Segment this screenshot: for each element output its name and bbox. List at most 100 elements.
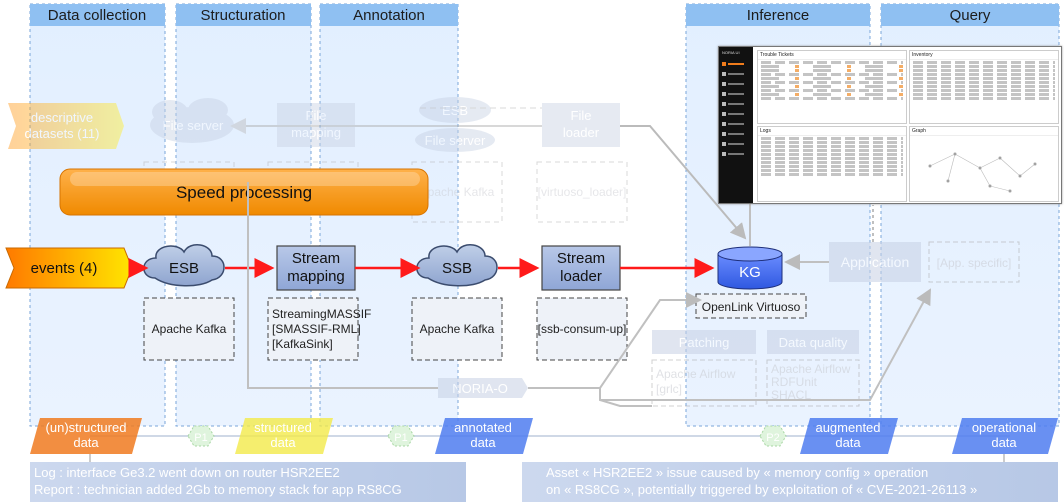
stage-augmented-l2: data bbox=[835, 435, 861, 450]
stage-operational-l1: operational bbox=[972, 420, 1036, 435]
lane-title-structuration: Structuration bbox=[200, 7, 285, 24]
application-label: Application bbox=[841, 254, 910, 270]
stage-operational-l2: data bbox=[991, 435, 1017, 450]
stage-operational bbox=[952, 418, 1058, 454]
lane-header-annotation bbox=[320, 4, 458, 26]
stage-augmented bbox=[800, 418, 898, 454]
openlink-virtuoso-box bbox=[695, 293, 807, 319]
esb-batch-label: ESB bbox=[442, 103, 468, 118]
inference-faded: Patching Apache Airflow [grlc] Data qual… bbox=[438, 241, 1020, 407]
lane-header-structuration bbox=[176, 4, 311, 26]
graph-visual bbox=[928, 152, 1037, 193]
esb-stream-cloud: ESB bbox=[143, 244, 225, 287]
kafka-tool-box-1 bbox=[143, 297, 235, 361]
footer-right-strip bbox=[522, 462, 1058, 502]
hex-p1-b bbox=[387, 425, 415, 447]
dashboard-menu-item bbox=[722, 80, 750, 88]
panel-title: Trouble Tickets bbox=[758, 51, 906, 60]
stage-annotated-l1: annotated bbox=[454, 420, 512, 435]
ssb-consum-label: [ssb-consum-up] bbox=[538, 322, 627, 336]
stage-unstructured bbox=[30, 418, 142, 454]
stage-structured-l1: structured bbox=[254, 420, 312, 435]
file-loader-label-1: File bbox=[571, 108, 592, 123]
inference-to-query bbox=[600, 288, 931, 401]
patching-label: Patching bbox=[679, 335, 730, 350]
hex-p2-label: P2 bbox=[766, 432, 779, 444]
events-source-shape bbox=[5, 247, 133, 289]
footer-right-line-1: Asset « HSR2EE2 » issue caused by « memo… bbox=[546, 465, 928, 480]
stream-mapping-label-2: mapping bbox=[287, 268, 345, 285]
dashboard-menu-item bbox=[722, 130, 750, 138]
noria-right-connector bbox=[528, 387, 652, 407]
panel-title: Graph bbox=[910, 127, 1058, 136]
descriptive-datasets-label-2: datasets (11) bbox=[25, 126, 100, 141]
speed-processing-label: Speed processing bbox=[176, 183, 312, 202]
footer-left-line-1: Log : interface Ge3.2 went down on route… bbox=[34, 465, 340, 480]
streaming-massif-line-3: [KafkaSink] bbox=[272, 337, 333, 351]
dashboard-menu-item bbox=[722, 110, 750, 118]
batch-row: descriptive datasets (11) File server Fi… bbox=[8, 97, 628, 223]
file-mapping-label-1: File bbox=[306, 108, 327, 123]
lane-header-inference bbox=[686, 4, 870, 26]
app-specific-box bbox=[928, 241, 1020, 283]
stage-structured-l2: data bbox=[270, 435, 296, 450]
panel-logs: Logs bbox=[757, 126, 907, 202]
noria-left-connector bbox=[247, 182, 438, 389]
lane-title-inference: Inference bbox=[747, 7, 810, 24]
stage-annotated-l2: data bbox=[470, 435, 496, 450]
panel-graph: Graph bbox=[909, 126, 1059, 202]
footer-left-strip bbox=[30, 462, 466, 502]
dashboard-brand: NORIA UI bbox=[722, 50, 740, 55]
dashboard-menu-item bbox=[722, 100, 750, 108]
file-mapping-label-2: mapping bbox=[291, 125, 341, 140]
dashboard-menu-item bbox=[722, 70, 750, 78]
panel-title: Logs bbox=[758, 127, 906, 136]
stage-augmented-l1: augmented bbox=[815, 420, 880, 435]
noria-o-label: NORIA-O bbox=[452, 381, 508, 396]
dashboard-menu-item bbox=[722, 140, 750, 148]
file-loader-to-kg bbox=[620, 125, 747, 240]
lane-title-query: Query bbox=[950, 7, 991, 24]
lane-title-annotation: Annotation bbox=[353, 7, 425, 24]
grey-connectors bbox=[247, 182, 931, 407]
stream-loader-box bbox=[541, 245, 621, 291]
file-mapping-box bbox=[277, 103, 355, 147]
descriptive-datasets-shape bbox=[8, 103, 124, 149]
openlink-virtuoso-label: OpenLink Virtuoso bbox=[702, 300, 801, 314]
ssb-consum-box bbox=[536, 297, 628, 361]
patching-tool-line-2: [grlc] bbox=[656, 382, 682, 396]
hex-p2 bbox=[759, 425, 787, 447]
streaming-massif-box bbox=[267, 297, 359, 361]
kafka-tool-label-1: Apache Kafka bbox=[152, 322, 227, 336]
hex-p1-a bbox=[187, 425, 215, 447]
lane-header-query bbox=[881, 4, 1059, 26]
kafka-tool-label-2: Apache Kafka bbox=[420, 322, 495, 336]
stream-loader-label-1: Stream bbox=[557, 250, 605, 267]
ssb-label: SSB bbox=[442, 260, 472, 277]
events-source-label: events (4) bbox=[31, 260, 98, 277]
panel-trouble-tickets: Trouble Tickets bbox=[757, 50, 907, 124]
lane-header-data-collection bbox=[30, 4, 165, 26]
data-quality-box bbox=[767, 330, 859, 354]
data-quality-tool-line-1: Apache Airflow bbox=[771, 362, 851, 376]
file-server-right-cloud: File server bbox=[415, 128, 495, 152]
esb-batch-cloud: ESB bbox=[419, 97, 491, 123]
panel-inventory: Inventory bbox=[909, 50, 1059, 124]
pipeline: (un)structured data structured data anno… bbox=[30, 418, 1058, 454]
hex-p1-b-label: P1 bbox=[394, 432, 407, 444]
file-loader-box bbox=[542, 103, 620, 147]
panel-title: Inventory bbox=[910, 51, 1058, 60]
data-quality-tool-line-3: SHACL bbox=[771, 388, 811, 402]
speed-processing-bar bbox=[59, 168, 429, 216]
virtuoso-loader-label: [virtuoso_loader] bbox=[538, 185, 627, 199]
hex-p1-a-label: P1 bbox=[194, 432, 207, 444]
stage-annotated bbox=[435, 418, 533, 454]
patching-box bbox=[652, 330, 756, 354]
app-specific-label: [App. specific] bbox=[937, 256, 1012, 270]
stream-mapping-label-1: Stream bbox=[292, 250, 340, 267]
stream-mapping-box bbox=[276, 245, 356, 291]
data-quality-label: Data quality bbox=[779, 335, 848, 350]
dashboard-screenshot: NORIA UI Trouble Tickets Inventory Logs … bbox=[718, 46, 1062, 204]
file-server-right-label: File server bbox=[425, 133, 486, 148]
application-box bbox=[829, 242, 921, 282]
